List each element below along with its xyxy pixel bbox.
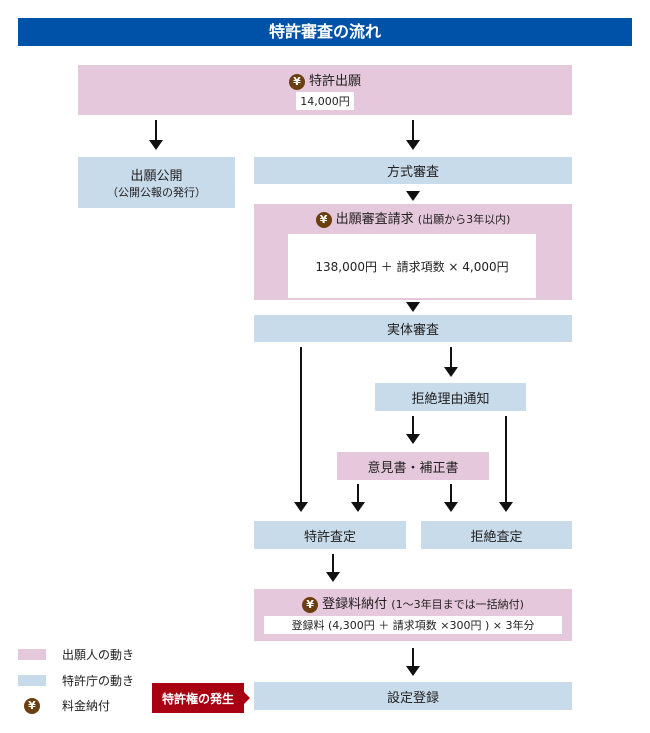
arrow-line bbox=[412, 120, 414, 142]
arrow-line bbox=[412, 416, 414, 436]
application-fee: 14,000円 bbox=[296, 91, 354, 110]
step-rejection-decision: 拒絶査定 bbox=[421, 521, 572, 549]
registration-fee-label: 登録料納付 bbox=[322, 597, 388, 612]
arrow-line bbox=[505, 416, 507, 502]
legend-item-applicant: 出願人の動き bbox=[18, 646, 134, 663]
arrow-head bbox=[406, 434, 420, 444]
arrow-head bbox=[444, 367, 458, 377]
arrow-line bbox=[155, 120, 157, 142]
legend-label: 料金納付 bbox=[62, 699, 111, 713]
step-publication: 出願公開 （公開公報の発行） bbox=[78, 157, 235, 208]
arrow-line bbox=[300, 347, 302, 502]
exam-request-fee: 138,000円 ＋ 請求項数 × 4,000円 bbox=[288, 234, 536, 298]
registration-fee-note: (1〜3年目までは一括納付) bbox=[391, 598, 524, 611]
step-substantive-exam: 実体審査 bbox=[254, 315, 572, 342]
step-formal-exam: 方式審査 bbox=[254, 157, 572, 184]
exam-request-label: 出願審査請求 bbox=[335, 212, 414, 227]
step-opinion-amendment: 意見書・補正書 bbox=[337, 452, 489, 480]
legend-icon-wrap: ¥ bbox=[18, 697, 46, 714]
registration-label: 設定登録 bbox=[386, 690, 439, 706]
step-exam-request: ¥出願審査請求 (出願から3年以内) 138,000円 ＋ 請求項数 × 4,0… bbox=[254, 204, 572, 300]
arrow-line bbox=[357, 484, 359, 502]
arrow-head bbox=[326, 572, 340, 582]
badge-pointer bbox=[244, 692, 250, 704]
yen-icon: ¥ bbox=[315, 211, 332, 228]
arrow-line bbox=[412, 648, 414, 668]
step-registration: 設定登録 bbox=[254, 682, 572, 710]
arrow-line bbox=[332, 554, 334, 574]
grant-decision-label: 特許査定 bbox=[303, 529, 356, 545]
application-label: 特許出願 bbox=[308, 74, 361, 90]
arrow-head bbox=[406, 666, 420, 676]
arrow-head bbox=[294, 502, 308, 512]
page-title: 特許審査の流れ bbox=[18, 18, 632, 46]
rejection-decision-label: 拒絶査定 bbox=[470, 529, 523, 545]
formal-exam-label: 方式審査 bbox=[386, 165, 439, 180]
exam-request-note: (出願から3年以内) bbox=[417, 213, 511, 226]
arrow-line bbox=[450, 347, 452, 369]
arrow-head bbox=[406, 191, 420, 201]
arrow-head bbox=[149, 140, 163, 150]
arrow-head bbox=[351, 502, 365, 512]
rejection-notice-label: 拒絶理由通知 bbox=[411, 391, 490, 407]
legend-swatch-blue bbox=[18, 675, 46, 686]
legend-item-fee: ¥ 料金納付 bbox=[18, 697, 110, 714]
arrow-head bbox=[406, 302, 420, 312]
arrow-head bbox=[444, 502, 458, 512]
step-registration-fee: ¥登録料納付 (1〜3年目までは一括納付) 登録料 (4,300円 ＋ 請求項数… bbox=[254, 589, 572, 641]
registration-fee-heading: ¥登録料納付 (1〜3年目までは一括納付) bbox=[254, 593, 572, 613]
patent-right-badge: 特許権の発生 bbox=[152, 683, 244, 713]
arrow-line bbox=[450, 484, 452, 502]
legend-label: 特許庁の動き bbox=[62, 674, 135, 688]
yen-icon: ¥ bbox=[24, 697, 40, 714]
step-grant-decision: 特許査定 bbox=[254, 521, 406, 549]
opinion-amendment-label: 意見書・補正書 bbox=[367, 460, 459, 476]
substantive-exam-label: 実体審査 bbox=[386, 323, 439, 338]
arrow-head bbox=[406, 140, 420, 150]
yen-icon: ¥ bbox=[302, 596, 319, 613]
arrow-head bbox=[499, 502, 513, 512]
registration-fee-amount: 登録料 (4,300円 ＋ 請求項数 ×300円 ) × 3年分 bbox=[264, 616, 562, 634]
exam-request-heading: ¥出願審査請求 (出願から3年以内) bbox=[254, 208, 572, 228]
legend-label: 出願人の動き bbox=[62, 648, 135, 662]
step-rejection-notice: 拒絶理由通知 bbox=[375, 383, 526, 411]
yen-icon: ¥ bbox=[288, 73, 305, 90]
legend-swatch-pink bbox=[18, 649, 46, 660]
application-heading: ¥特許出願 bbox=[288, 70, 361, 90]
legend-item-office: 特許庁の動き bbox=[18, 672, 134, 689]
step-application: ¥特許出願 14,000円 bbox=[78, 65, 572, 115]
publication-sub: （公開公報の発行） bbox=[107, 186, 206, 199]
publication-label: 出願公開 bbox=[130, 169, 183, 184]
